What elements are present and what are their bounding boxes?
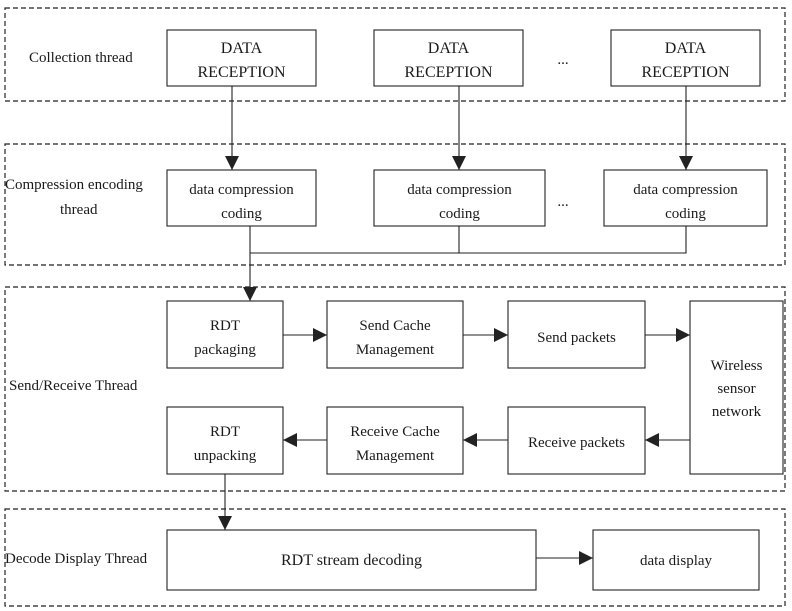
compression-box-1: data compression coding <box>166 169 317 227</box>
rdt-unpacking-line2: unpacking <box>194 448 257 464</box>
data-reception-2-line1: DATA <box>428 40 470 57</box>
data-reception-1-line1: DATA <box>221 40 263 57</box>
compression-2-line2: coding <box>439 206 480 222</box>
rdt-unpacking-box: RDT unpacking <box>166 406 284 475</box>
data-display-box: data display <box>592 529 760 591</box>
rdt-unpacking-line1: RDT <box>210 424 240 440</box>
sendrecv-thread-label: Send/Receive Thread <box>9 378 138 394</box>
decode-thread-band <box>4 508 786 607</box>
collection-thread-band <box>4 7 786 102</box>
wireless-sensor-network-box: Wireless sensor network <box>689 300 784 475</box>
wireless-line3: network <box>712 404 762 420</box>
data-reception-box-2: DATA RECEPTION <box>373 29 524 87</box>
compression-box-3: data compression coding <box>603 169 768 227</box>
receive-packets-label: Receive packets <box>528 435 625 451</box>
data-reception-box-3: DATA RECEPTION <box>610 29 761 87</box>
data-reception-3-line2: RECEPTION <box>642 64 730 81</box>
send-packets-box: Send packets <box>507 300 646 369</box>
data-reception-box-1: DATA RECEPTION <box>166 29 317 87</box>
send-cache-line2: Management <box>356 342 435 358</box>
wireless-line2: sensor <box>717 381 755 397</box>
rdt-packaging-box: RDT packaging <box>166 300 284 369</box>
receive-cache-line2: Management <box>356 448 435 464</box>
rdt-packaging-line2: packaging <box>194 342 256 358</box>
receive-packets-box: Receive packets <box>507 406 646 475</box>
rdt-stream-decoding-label: RDT stream decoding <box>281 552 422 569</box>
compression-3-line2: coding <box>665 206 706 222</box>
decode-thread-label: Decode Display Thread <box>5 551 148 567</box>
compression-box-2: data compression coding <box>373 169 546 227</box>
rdt-packaging-line1: RDT <box>210 318 240 334</box>
compression-thread-label-line1: Compression encoding <box>5 177 143 193</box>
compression-2-line1: data compression <box>407 182 512 198</box>
compression-1-line2: coding <box>221 206 262 222</box>
data-reception-2-line2: RECEPTION <box>405 64 493 81</box>
receive-cache-line1: Receive Cache <box>350 424 440 440</box>
collection-thread-label: Collection thread <box>29 50 133 66</box>
rdt-stream-decoding-box: RDT stream decoding <box>166 529 537 591</box>
send-cache-line1: Send Cache <box>359 318 431 334</box>
compression-1-line1: data compression <box>189 182 294 198</box>
send-packets-label: Send packets <box>537 330 616 346</box>
receive-cache-box: Receive Cache Management <box>326 406 464 475</box>
wireless-line1: Wireless <box>711 358 763 374</box>
data-reception-3-line1: DATA <box>665 40 707 57</box>
compression-3-line1: data compression <box>633 182 738 198</box>
compression-thread-band <box>4 143 786 266</box>
data-reception-1-line2: RECEPTION <box>198 64 286 81</box>
data-display-label: data display <box>640 553 713 569</box>
collection-ellipsis: ... <box>557 52 568 68</box>
merge-line-compression3 <box>250 226 687 254</box>
send-cache-box: Send Cache Management <box>326 300 464 369</box>
sendrecv-thread-band <box>4 286 786 492</box>
compression-thread-label-line2: thread <box>60 202 98 218</box>
compression-ellipsis: ... <box>557 194 568 210</box>
